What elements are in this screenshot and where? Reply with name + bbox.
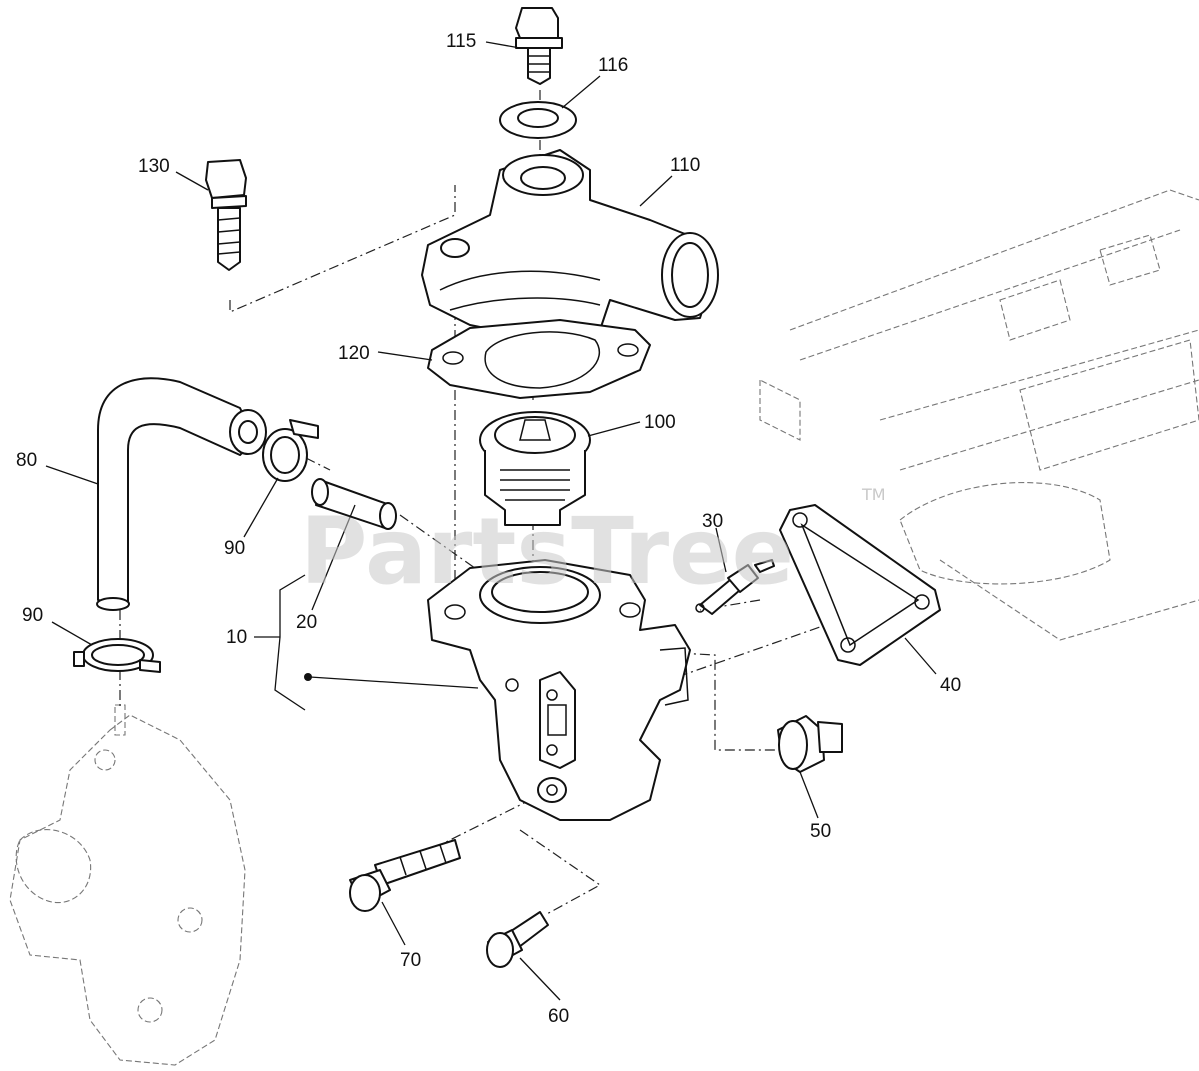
callout-10-dot: [304, 673, 312, 681]
part-130-bolt[interactable]: [205, 159, 247, 271]
callout-110[interactable]: 110: [670, 155, 700, 176]
part-90-lower-clamp[interactable]: [73, 638, 161, 673]
callout-60[interactable]: 60: [548, 1006, 569, 1027]
part-30-sensor[interactable]: [695, 559, 775, 615]
callout-30[interactable]: 30: [702, 511, 723, 532]
part-40-gasket[interactable]: [779, 504, 941, 666]
leader-lines: [45, 41, 937, 1001]
water-pump-ghost: [9, 704, 246, 1066]
callout-90-upper[interactable]: 90: [224, 538, 245, 559]
watermark: PartsTree TM: [300, 485, 886, 605]
callout-70[interactable]: 70: [400, 950, 421, 971]
callout-labels: 115 116 130 110 120 100 80 90 30 20 90 1…: [16, 31, 961, 1027]
callout-50[interactable]: 50: [810, 821, 831, 842]
part-115-bolt[interactable]: [515, 7, 563, 85]
part-10-thermostat-case[interactable]: [427, 559, 691, 821]
callout-120[interactable]: 120: [338, 343, 370, 364]
callout-80[interactable]: 80: [16, 450, 37, 471]
engine-block-ghost: [759, 189, 1199, 641]
callout-10[interactable]: 10: [226, 627, 247, 648]
callout-116[interactable]: 116: [598, 55, 628, 76]
part-50-plug[interactable]: [777, 715, 843, 773]
part-110-thermostat-housing[interactable]: [421, 149, 719, 336]
callout-115[interactable]: 115: [446, 31, 476, 52]
part-120-gasket[interactable]: [427, 319, 651, 399]
part-60-bolt[interactable]: [486, 911, 549, 968]
part-80-hose[interactable]: [96, 377, 267, 611]
callout-100[interactable]: 100: [644, 412, 676, 433]
part-20-pipe[interactable]: [311, 478, 397, 530]
callout-130[interactable]: 130: [138, 156, 170, 177]
callout-40[interactable]: 40: [940, 675, 961, 696]
watermark-trademark: TM: [861, 485, 886, 504]
callout-20[interactable]: 20: [296, 612, 317, 633]
part-90-upper-clamp[interactable]: [262, 419, 319, 482]
part-116-washer[interactable]: [499, 101, 577, 139]
part-100-thermostat[interactable]: [479, 411, 591, 526]
watermark-brand: PartsTree: [300, 498, 794, 605]
callout-90-lower[interactable]: 90: [22, 605, 43, 626]
part-70-bolt[interactable]: [349, 839, 461, 912]
